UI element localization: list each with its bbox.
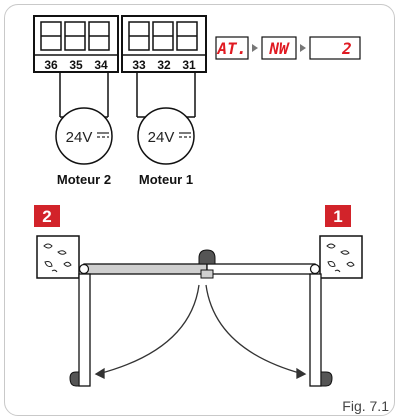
motor-1-label: Moteur 1	[139, 172, 193, 187]
hinge-left	[78, 263, 90, 275]
terminal-36: 36	[44, 58, 58, 72]
leaf-2-badge-label: 2	[42, 207, 51, 226]
motor-2-label: Moteur 2	[57, 172, 111, 187]
terminal-35: 35	[69, 58, 83, 72]
terminal-34: 34	[94, 58, 108, 72]
display-at: AT.	[217, 39, 247, 58]
dc-symbol-icon	[179, 132, 191, 138]
display-value: 2	[341, 39, 352, 58]
arrow-right-icon	[252, 44, 258, 52]
terminal-32: 32	[157, 58, 171, 72]
arrow-head-icon	[296, 367, 307, 380]
terminal-block-right: 33 32 31	[121, 15, 207, 73]
terminal-33: 33	[132, 58, 146, 72]
leaf-2-badge: 2	[34, 205, 60, 227]
motor-1-voltage: 24V	[148, 129, 175, 146]
pillar-left	[36, 235, 80, 279]
leaf-1-badge-label: 1	[333, 207, 342, 226]
display-nw: NW	[268, 39, 290, 58]
terminal-block-left: 36 35 34	[33, 15, 119, 73]
motor-2-voltage: 24V	[66, 129, 93, 146]
swing-arcs	[94, 284, 307, 380]
terminal-31: 31	[182, 58, 196, 72]
dc-symbol-icon	[97, 132, 109, 138]
motor-2: 24V Moteur 2	[55, 107, 113, 187]
arrow-right-icon	[300, 44, 306, 52]
hinge-right	[309, 263, 321, 275]
leaf-1-badge: 1	[325, 205, 351, 227]
display-sequence: AT. NW 2	[215, 36, 361, 60]
gate-leaves-closed	[78, 249, 321, 279]
figure-label: Fig. 7.1	[342, 398, 389, 414]
motor-1: 24V Moteur 1	[137, 107, 195, 187]
arrow-head-icon	[94, 367, 105, 380]
gate-leaves-open	[69, 273, 333, 387]
pillar-right	[319, 235, 363, 279]
